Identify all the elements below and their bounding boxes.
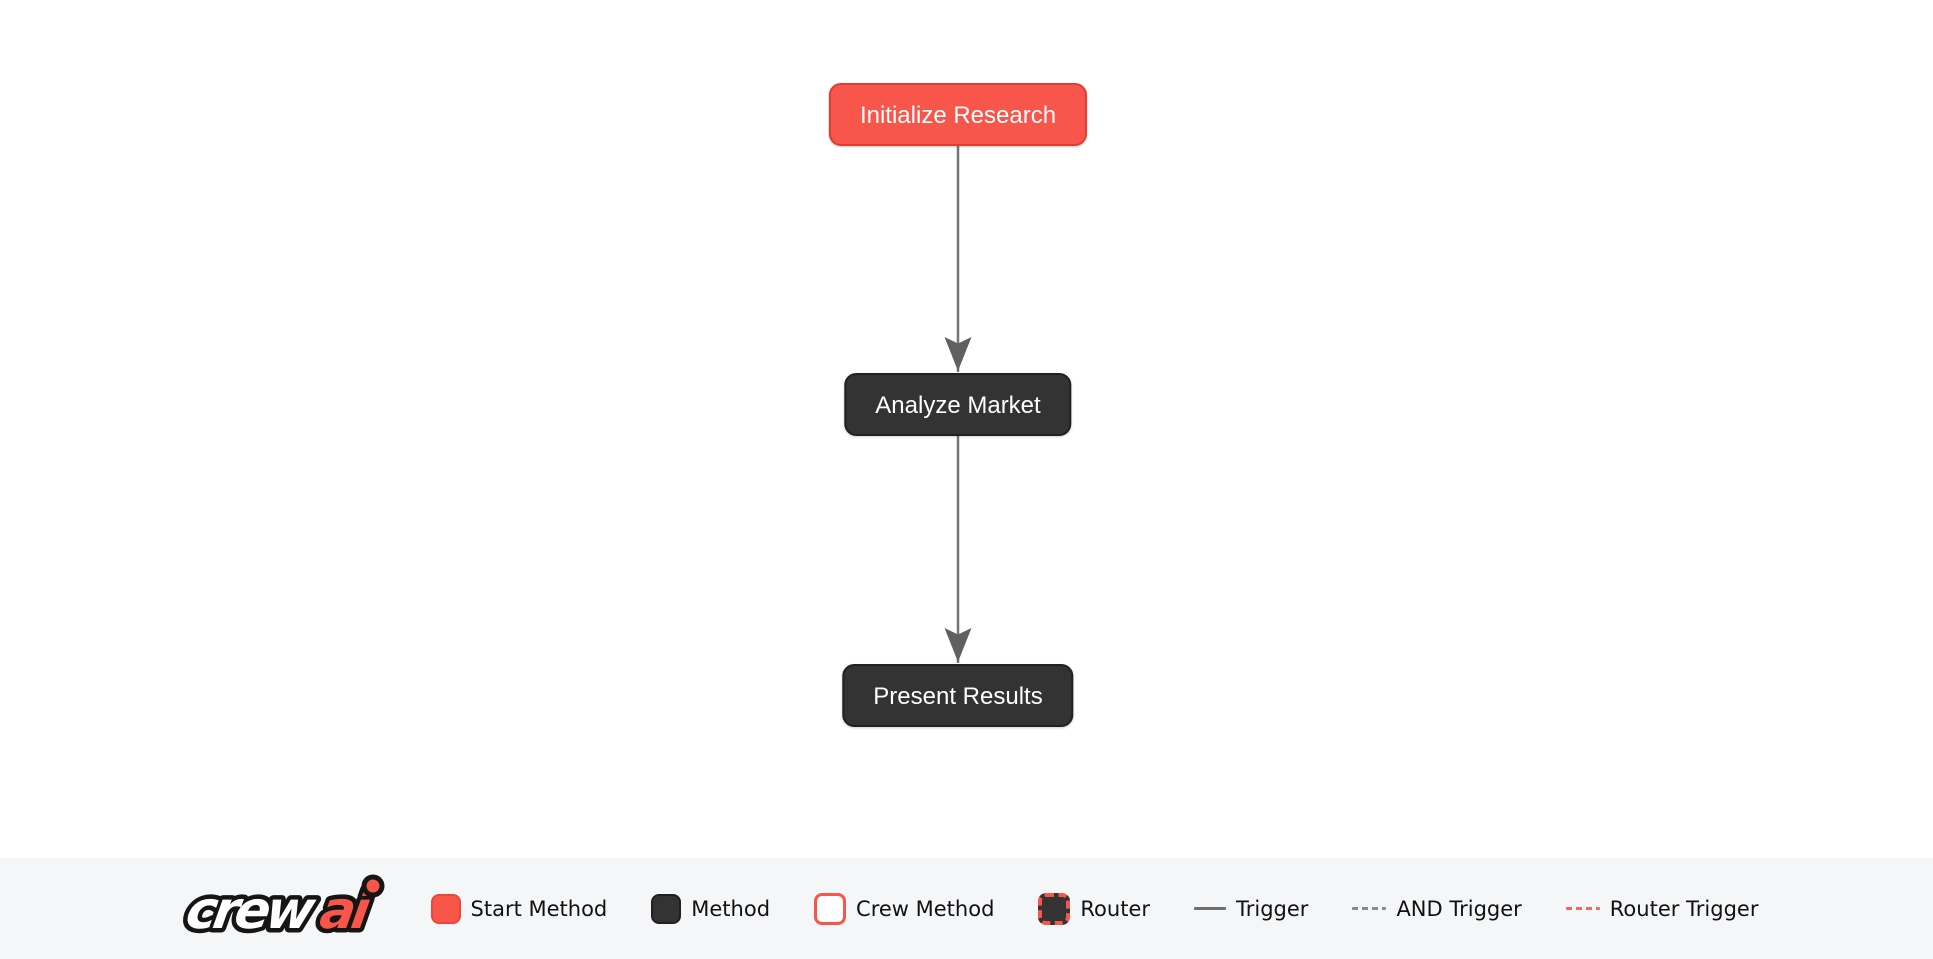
trigger-line-icon	[1194, 907, 1226, 910]
legend-label: Start Method	[470, 896, 608, 921]
router-swatch-icon	[1038, 892, 1071, 925]
legend-item-start-method: Start Method	[430, 893, 608, 924]
legend-label: AND Trigger	[1396, 896, 1522, 921]
logo-i-dot	[361, 874, 385, 897]
legend-items: Start Method Method Crew Method Router T…	[430, 892, 1759, 925]
flow-node-present-results[interactable]: Present Results	[842, 664, 1074, 727]
legend-item-and-trigger: AND Trigger	[1352, 896, 1522, 921]
flow-node-analyze-market[interactable]: Analyze Market	[844, 373, 1072, 436]
legend-bar: crew ai Start Method Method Crew Method …	[0, 858, 1933, 959]
legend-label: Method	[691, 896, 771, 921]
legend-item-router: Router	[1038, 892, 1150, 925]
and-trigger-line-icon	[1352, 907, 1387, 910]
crew-method-swatch-icon	[814, 892, 847, 925]
flow-node-initialize-research[interactable]: Initialize Research	[828, 83, 1088, 146]
legend-label: Crew Method	[856, 896, 995, 921]
router-trigger-line-icon	[1565, 907, 1600, 910]
edge-initialize-to-analyze	[944, 146, 972, 372]
legend-item-crew-method: Crew Method	[814, 892, 995, 925]
logo-word-crew: crew	[182, 880, 320, 941]
legend-label: Router	[1080, 896, 1150, 921]
legend-label: Router Trigger	[1609, 896, 1759, 921]
start-method-swatch-icon	[430, 893, 461, 924]
crewai-logo: crew ai	[177, 874, 385, 945]
arrowhead-icon	[944, 337, 972, 371]
edge-analyze-to-present	[944, 436, 972, 663]
legend-item-router-trigger: Router Trigger	[1565, 896, 1759, 921]
legend-label: Trigger	[1236, 896, 1309, 921]
legend-item-method: Method	[651, 893, 771, 924]
method-swatch-icon	[651, 893, 682, 924]
legend-item-trigger: Trigger	[1194, 897, 1308, 921]
arrowhead-icon	[944, 628, 972, 662]
